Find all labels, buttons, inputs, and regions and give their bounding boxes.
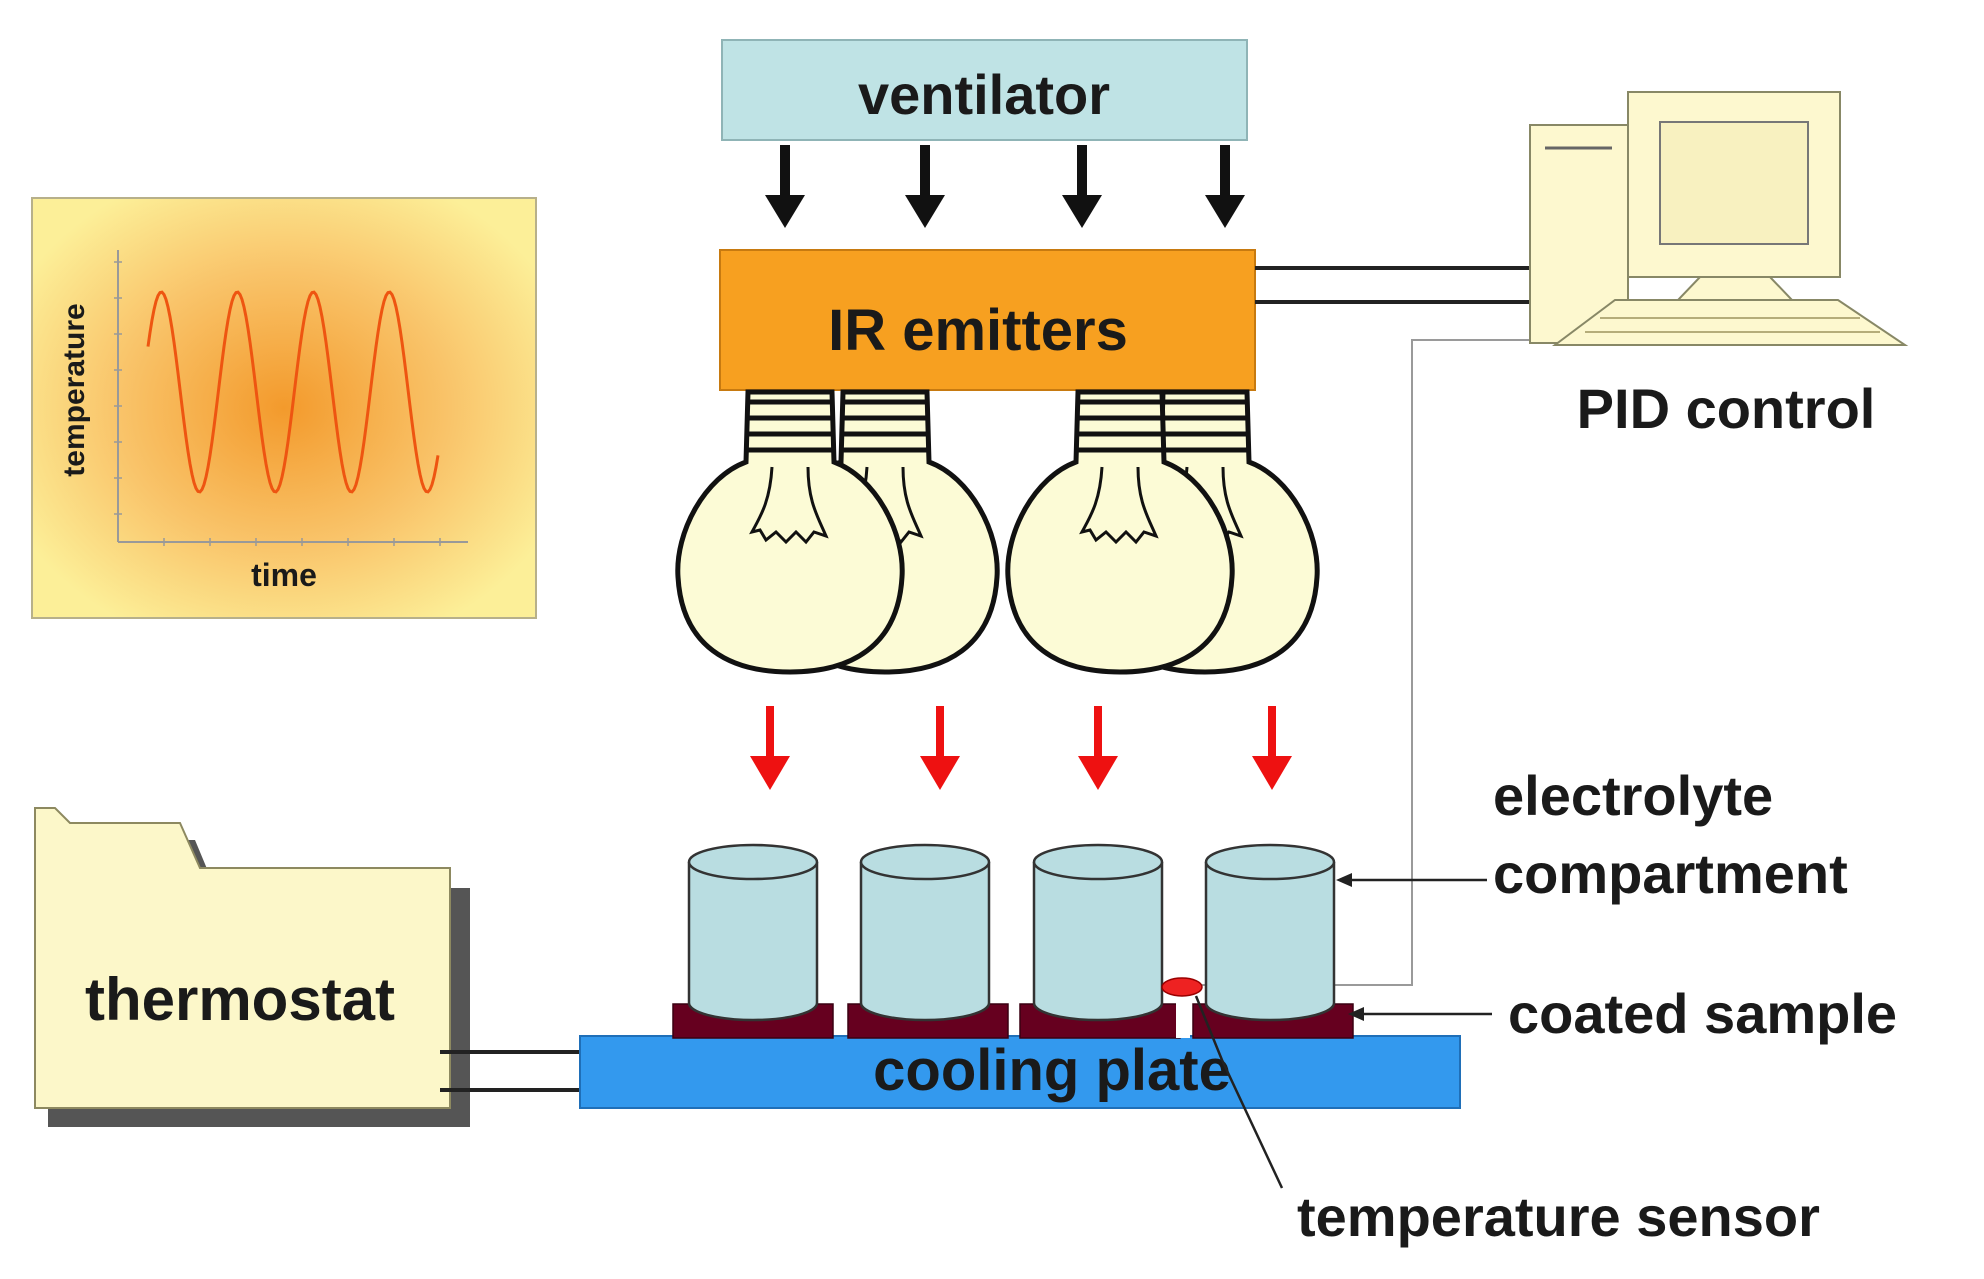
heat-arrows	[750, 706, 1292, 790]
coated-sample-label: coated sample	[1508, 982, 1897, 1045]
ventilator-box	[721, 39, 1248, 141]
ir-emitters-label: IR emitters	[828, 298, 1128, 363]
cooling-plate-label: cooling plate	[873, 1038, 1231, 1103]
computer-stand	[1675, 276, 1795, 301]
compartment-top	[1204, 843, 1336, 881]
thermostat-label: thermostat	[85, 966, 395, 1033]
ventilator: ventilator	[721, 39, 1248, 141]
heat-arrow-head-4	[1252, 756, 1292, 790]
lamp-filament	[749, 466, 829, 545]
compartment-body	[859, 862, 991, 1022]
computer-screen	[1659, 121, 1809, 245]
compartment-top	[1032, 843, 1164, 881]
infrared-lamps	[675, 389, 1320, 675]
inset-chart-temperature-curve	[146, 290, 440, 494]
air-arrow-head-3	[1062, 195, 1102, 228]
air-arrow-head-2	[905, 195, 945, 228]
air-arrow-head-4	[1205, 195, 1245, 228]
sensor-gap	[1176, 998, 1190, 1038]
electrolyte-compartments	[687, 843, 1336, 1022]
ventilator-label: ventilator	[858, 63, 1110, 126]
thermostat-cables	[440, 1050, 580, 1092]
compartment-body	[687, 862, 819, 1022]
lamp-filament	[1079, 466, 1159, 545]
inset-chart-ticks	[114, 261, 441, 546]
air-arrow-head-1	[765, 195, 805, 228]
computer-keyboard	[1552, 299, 1909, 346]
temperature-sensor	[1161, 977, 1203, 997]
pid-control-label: PID control	[1577, 377, 1876, 440]
compartment-body	[1032, 862, 1164, 1022]
lamp-glass	[675, 389, 905, 675]
compartment-top	[859, 843, 991, 881]
inset-chart-xlabel: time	[251, 557, 317, 593]
electrolyte-compartment-4	[1204, 843, 1336, 1022]
pointer-lines	[1194, 873, 1492, 1189]
electrolyte-label-line1: electrolyte	[1493, 764, 1773, 827]
electrolyte-label-line2: compartment	[1493, 842, 1848, 905]
cooling-plate	[579, 1035, 1461, 1109]
thermostat-folder	[34, 807, 451, 1109]
heat-arrow-head-2	[920, 756, 960, 790]
temperature-sensor-label: temperature sensor	[1297, 1185, 1820, 1248]
electrolyte-compartment-1	[687, 843, 819, 1022]
heat-arrow-head-3	[1078, 756, 1118, 790]
inset-chart-background	[31, 197, 537, 619]
thermostat: thermostat	[34, 807, 470, 1127]
inset-temperature-chart: time temperature	[31, 197, 537, 619]
electrolyte-compartment-2	[859, 843, 991, 1022]
lamp-glass	[1005, 389, 1235, 675]
sensor-pointer	[1194, 995, 1284, 1189]
inset-chart-ylabel: temperature	[58, 303, 91, 476]
compartment-top	[687, 843, 819, 881]
ir-emitters: IR emitters	[719, 249, 1256, 391]
lamp-3	[1005, 389, 1235, 675]
lamp-1	[675, 389, 905, 675]
heat-arrow-head-1	[750, 756, 790, 790]
ir-emitters-box	[719, 249, 1256, 391]
ir-to-pc-cables	[1255, 266, 1530, 304]
compartment-body	[1204, 862, 1336, 1022]
computer: PID control	[1529, 91, 1909, 440]
air-flow-arrows	[765, 145, 1245, 228]
electrolyte-compartment-3	[1032, 843, 1164, 1022]
